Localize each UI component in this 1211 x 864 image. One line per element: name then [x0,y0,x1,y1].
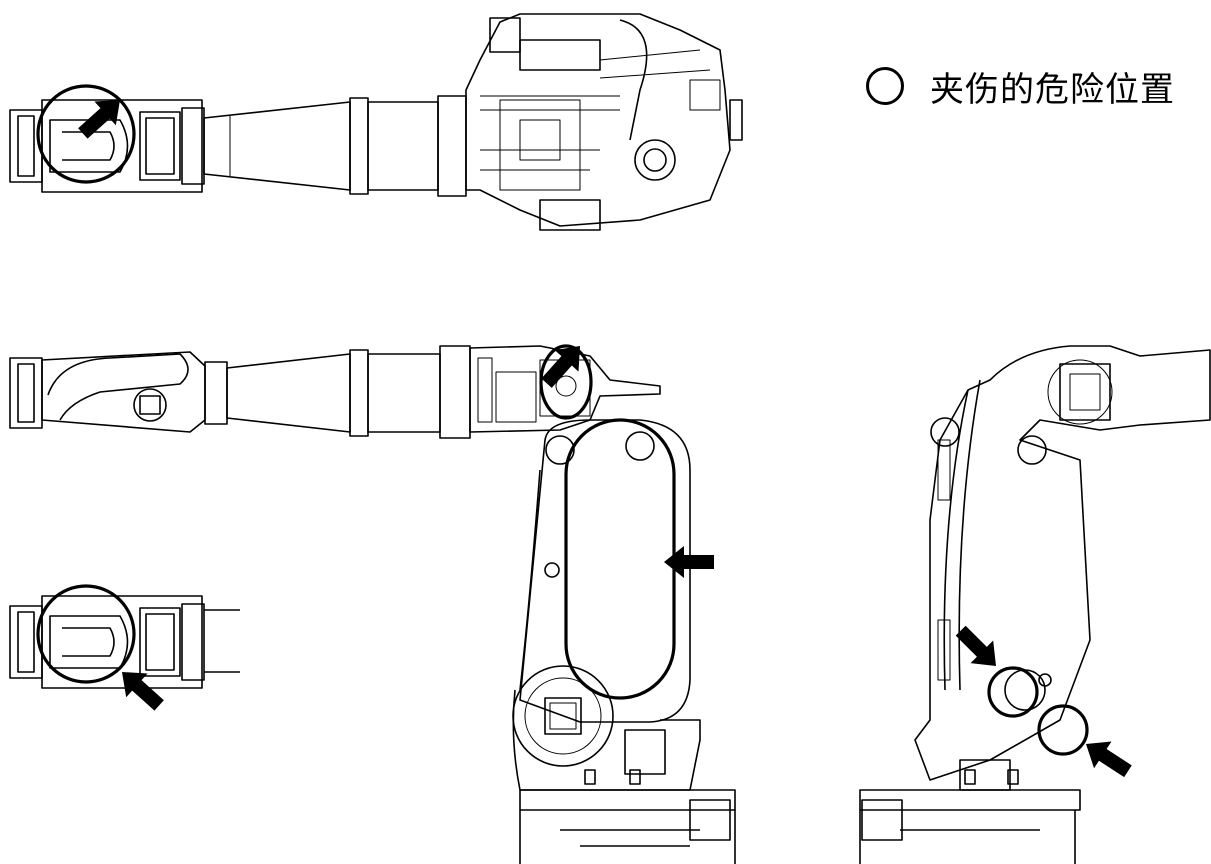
pinch-point-circle [539,344,593,420]
pinch-point-loop [564,418,676,700]
side-view-arm-extended [9,345,661,439]
pinch-point-circle [1037,704,1089,756]
pinch-point-circle-icon [866,67,904,105]
back-view-robot [859,345,1211,864]
legend: 夹伤的危险位置 [866,62,1175,110]
pinch-point-circle [36,584,136,684]
front-view-robot [512,419,736,864]
arrow-icon [663,545,715,579]
pinch-point-circle [36,84,136,184]
top-view-arm-extended [9,13,743,231]
arrow-icon [948,618,1009,679]
wrist-detail-view [9,595,240,689]
arrow-icon [71,87,132,147]
pinch-point-circle [987,666,1039,718]
legend-label: 夹伤的危险位置 [930,69,1175,110]
